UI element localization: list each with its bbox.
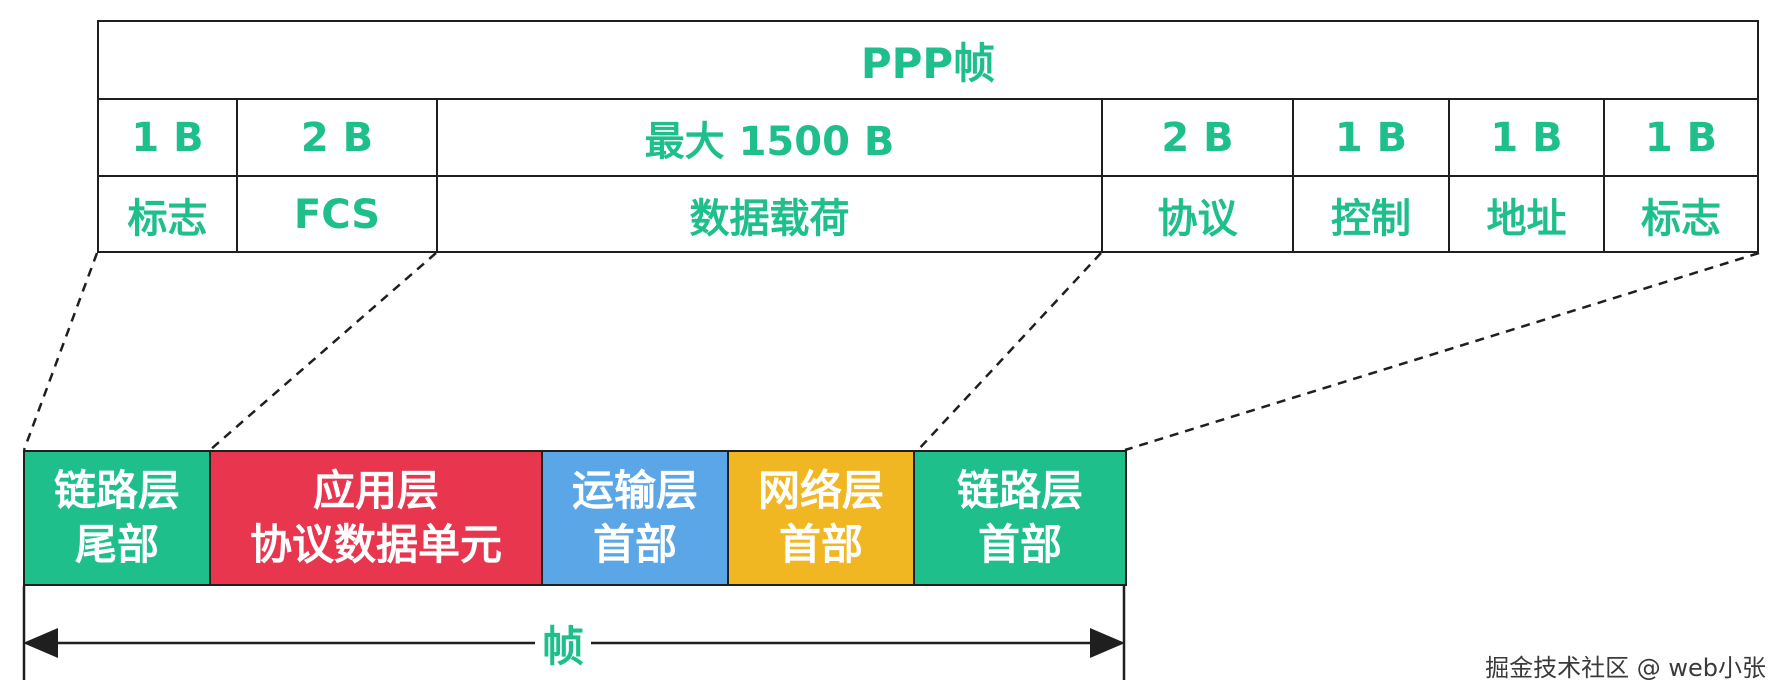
- field-name-protocol: 协议: [1103, 177, 1294, 253]
- segment-line1: 网络层: [757, 466, 884, 515]
- field-name-payload: 数据载荷: [438, 177, 1103, 253]
- encapsulated-frame: 链路层 尾部 应用层 协议数据单元 运输层 首部 网络层 首部 链路层 首部: [23, 450, 1127, 586]
- field-name-row: 标志 FCS 数据载荷 协议 控制 地址 标志: [99, 177, 1757, 253]
- watermark: 掘金技术社区 @ web小张: [1485, 654, 1766, 682]
- dashed-connector: [209, 252, 437, 451]
- field-size-flag-end: 1 B: [1644, 114, 1718, 161]
- field-name-fcs: FCS: [238, 177, 438, 253]
- field-size-payload: 最大 1500 B: [438, 100, 1103, 175]
- segment-link-trailer: 链路层 尾部: [25, 452, 211, 584]
- field-size-row: 1 B 2 B 最大 1500 B 2 B 1 B 1 B 1 B: [99, 100, 1757, 177]
- segment-line1: 应用层: [312, 466, 439, 515]
- field-size-address: 1 B: [1450, 100, 1605, 175]
- ppp-frame-table: PPP帧 1 B 2 B 最大 1500 B 2 B 1 B 1 B 1 B 标…: [97, 20, 1759, 253]
- segment-line2: 协议数据单元: [249, 520, 502, 569]
- field-size-control: 1 B: [1294, 100, 1450, 175]
- segment-line1: 链路层: [956, 466, 1083, 515]
- field-size-fcs: 2 B: [238, 100, 438, 175]
- segment-line2: 首部: [778, 520, 863, 569]
- segment-line1: 运输层: [571, 466, 698, 515]
- field-name-address: 地址: [1450, 177, 1605, 253]
- field-name-flag-start: 标志: [99, 177, 238, 253]
- field-size-flag-start: 1 B: [99, 100, 238, 175]
- dashed-connector: [917, 252, 1102, 451]
- frame-label: 帧: [535, 615, 591, 671]
- dashed-connector: [22, 252, 99, 451]
- segment-application-pdu: 应用层 协议数据单元: [211, 452, 543, 584]
- ppp-frame-title: PPP帧: [99, 22, 1757, 100]
- dashed-connector: [1124, 251, 1760, 452]
- segment-network-header: 网络层 首部: [729, 452, 915, 584]
- segment-line1: 链路层: [53, 466, 180, 515]
- field-name-control: 控制: [1294, 177, 1450, 253]
- segment-line2: 首部: [977, 520, 1062, 569]
- segment-link-header: 链路层 首部: [915, 452, 1125, 584]
- segment-line2: 首部: [592, 520, 677, 569]
- segment-line2: 尾部: [74, 520, 159, 569]
- field-name-flag-end: 标志: [1641, 196, 1721, 242]
- field-size-protocol: 2 B: [1103, 100, 1294, 175]
- segment-transport-header: 运输层 首部: [543, 452, 729, 584]
